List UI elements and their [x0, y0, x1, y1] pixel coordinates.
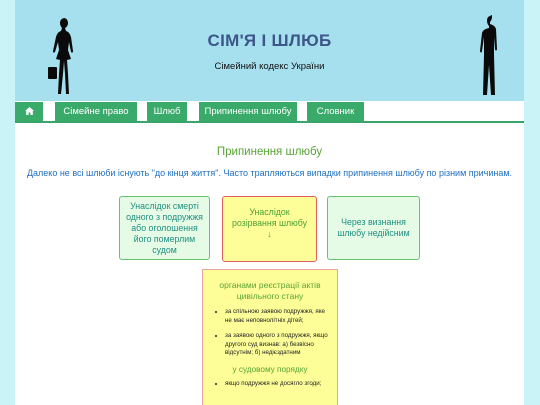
intro-text: Далеко не всі шлюби існують "до кінця жи… — [26, 168, 513, 178]
list-item: за заявою одного з подружжя, якщо другог… — [225, 332, 331, 358]
site-subtitle: Сімейний кодекс України — [214, 61, 325, 72]
divorce-details-panel: органами реєстрації актів цивільного ста… — [202, 269, 338, 405]
home-icon — [24, 107, 34, 115]
details-subheading: у судовому порядку — [232, 364, 308, 374]
details-heading: органами реєстрації актів цивільного ста… — [219, 280, 321, 301]
man-silhouette-icon — [480, 15, 497, 95]
card-death[interactable]: Унаслідок смерті одного з подружжя або о… — [119, 196, 210, 260]
list-item: якщо подружжя не досягло згоди; — [225, 380, 331, 389]
card-annulment[interactable]: Через визнання шлюбу недійсним — [327, 196, 420, 260]
card-divorce-label: Унаслідок розірвання шлюбу — [232, 207, 307, 228]
arrow-down-icon: ↓ — [267, 229, 272, 239]
court-list: якщо подружжя не досягло згоди; — [203, 380, 337, 389]
section-title: Припинення шлюбу — [216, 146, 323, 158]
registry-list: за спільною заявою подружжя, яке не має … — [203, 308, 337, 358]
nav-item-marriage[interactable]: Шлюб — [147, 102, 187, 121]
card-divorce[interactable]: Унаслідок розірвання шлюбу ↓ — [222, 196, 317, 262]
list-item: за спільною заявою подружжя, яке не має … — [225, 308, 331, 325]
nav-item-family-law[interactable]: Сімейне право — [55, 102, 137, 121]
site-title: СІМ'Я І ШЛЮБ — [207, 31, 332, 50]
card-divorce-text: Унаслідок розірвання шлюбу ↓ — [227, 207, 312, 240]
site-header: СІМ'Я І ШЛЮБ Сімейний кодекс України — [15, 0, 524, 101]
woman-silhouette-icon — [48, 18, 73, 94]
nav-item-glossary[interactable]: Словник — [307, 102, 364, 121]
card-death-label: Унаслідок смерті одного з подружжя або о… — [126, 200, 203, 255]
nav-item-divorce[interactable]: Припинення шлюбу — [199, 102, 297, 121]
main-nav: Сімейне право Шлюб Припинення шлюбу Слов… — [15, 101, 524, 123]
card-annulment-label: Через визнання шлюбу недійсним — [337, 217, 410, 238]
nav-home[interactable] — [15, 102, 43, 121]
page: СІМ'Я І ШЛЮБ Сімейний кодекс України Сім… — [15, 0, 524, 405]
